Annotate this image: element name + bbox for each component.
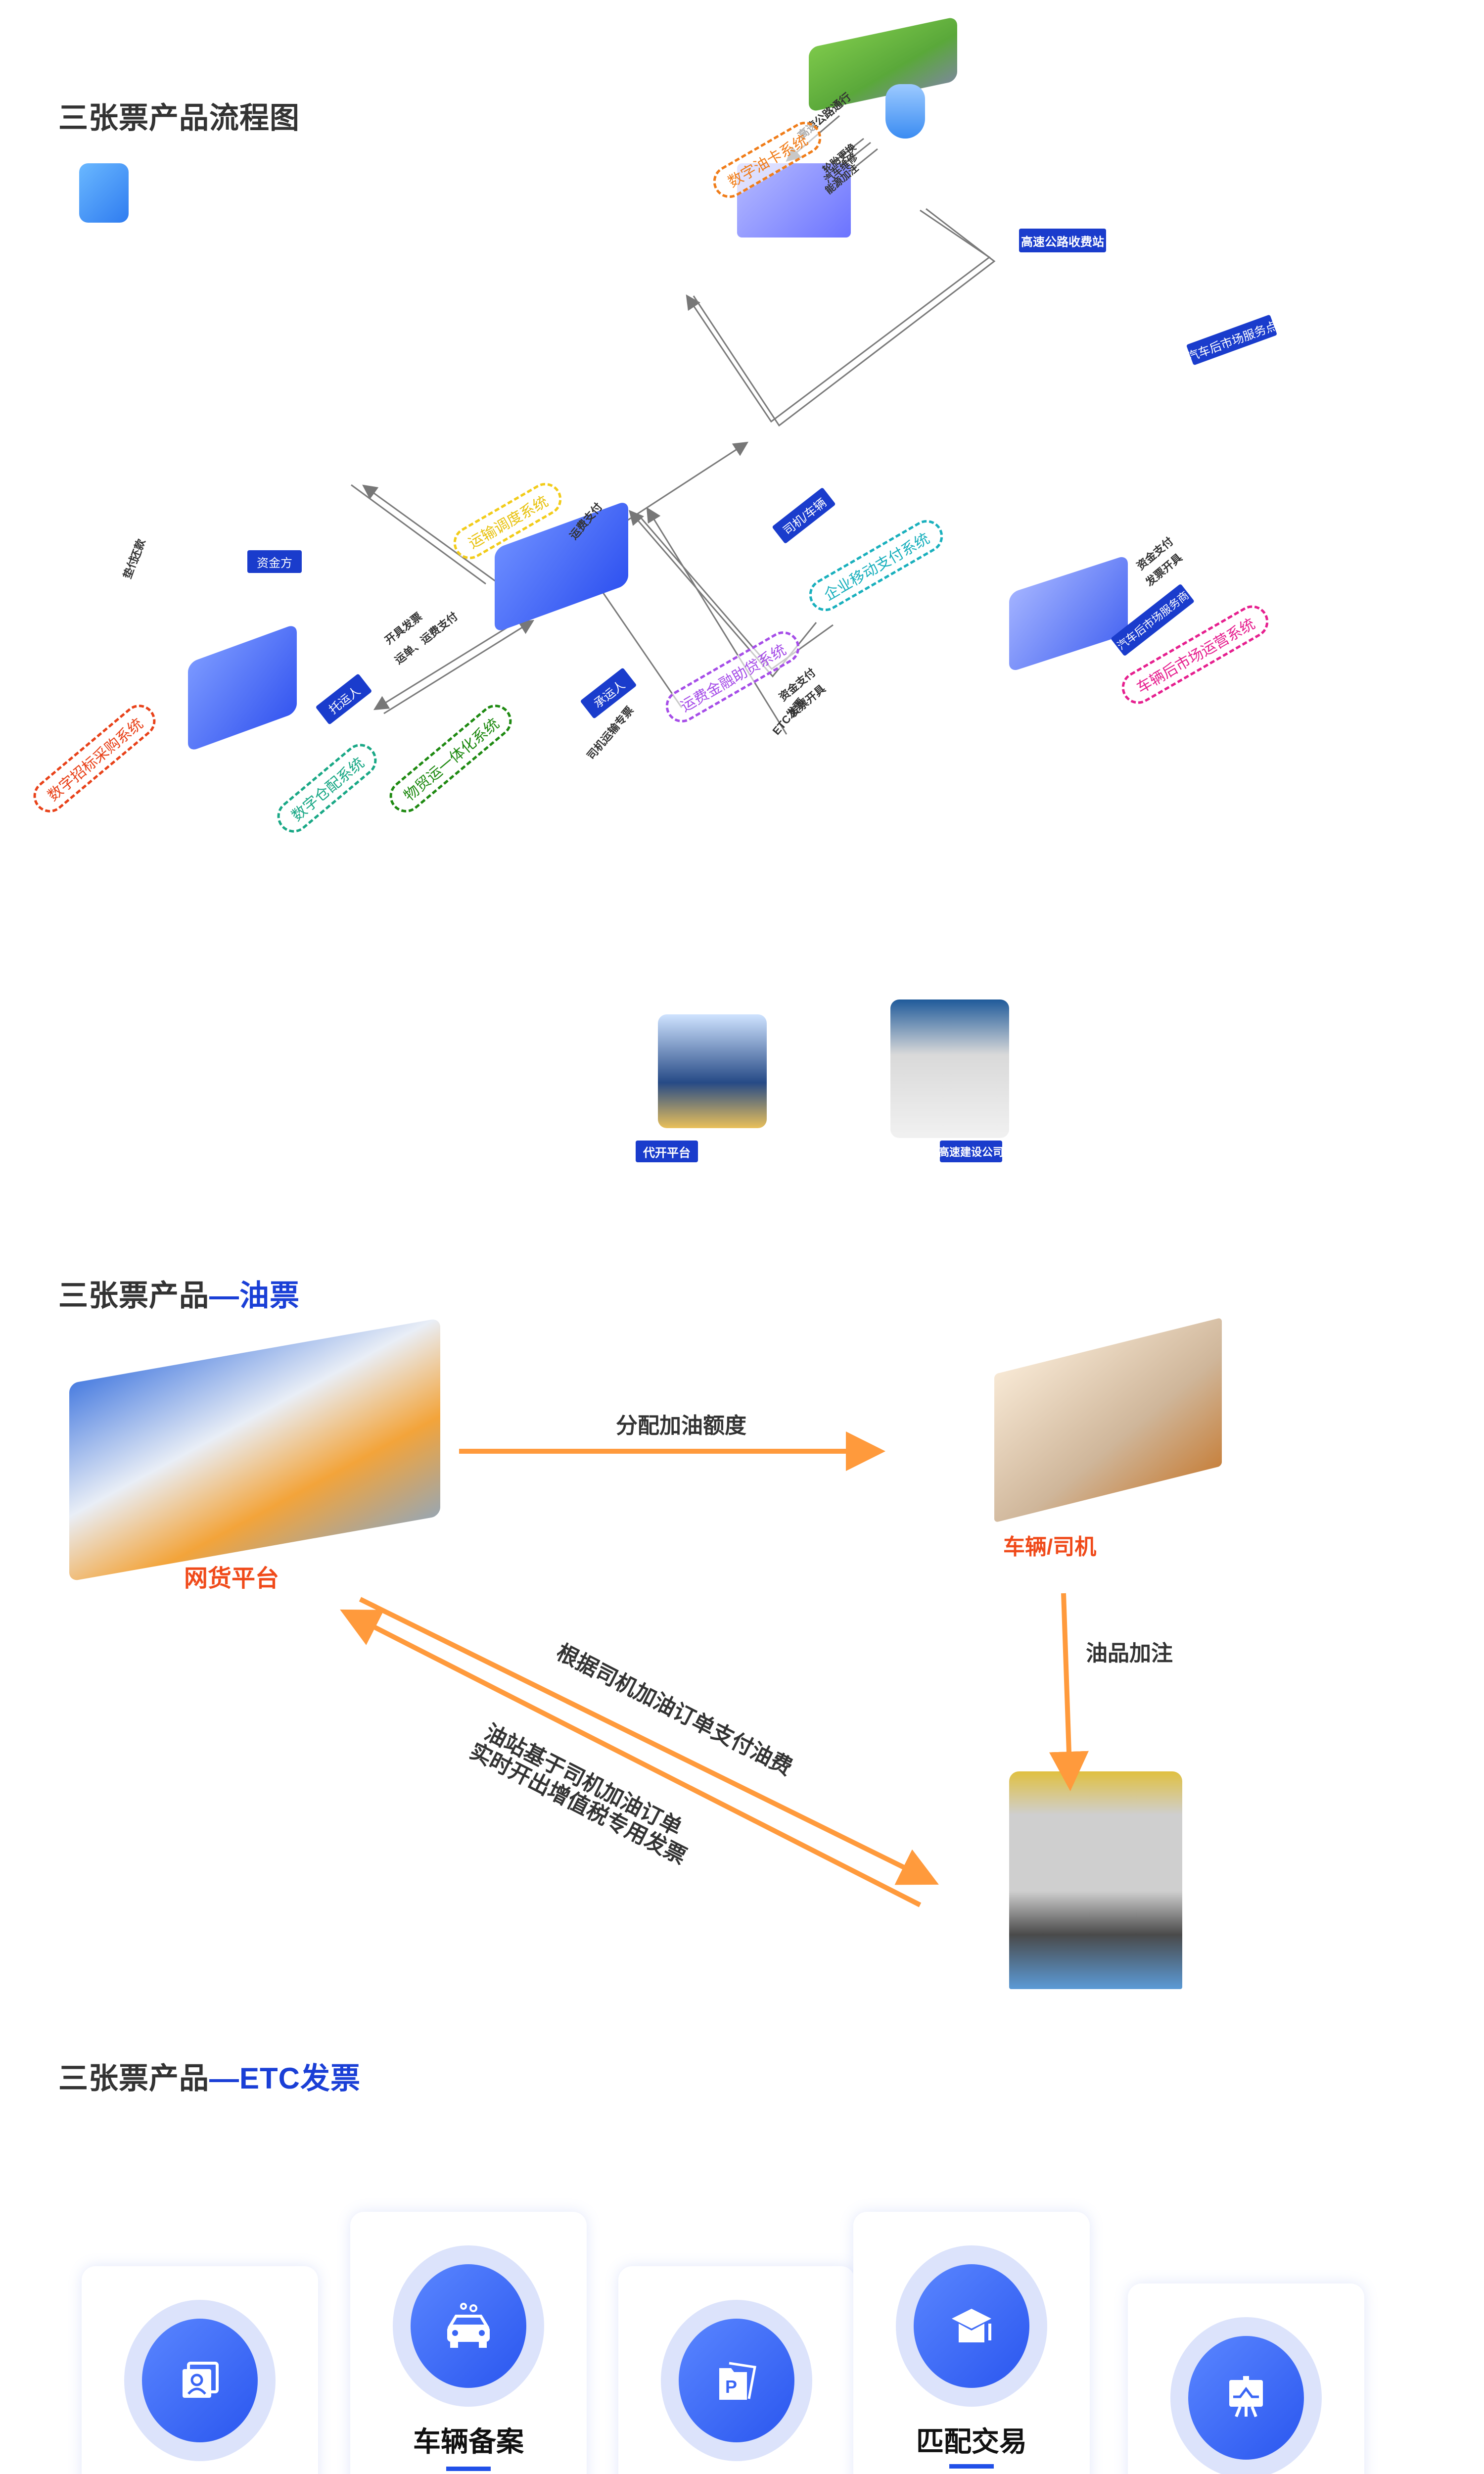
box-truck-illustration	[994, 1317, 1222, 1523]
toll-station-illustration	[809, 16, 957, 112]
system-tag-digital-warehouse: 数字仓配系统	[271, 737, 383, 840]
section3-title: 三张票产品—ETC发票	[58, 2054, 361, 2097]
system-tag-trade-logistics-integration: 物贸运一体化系统	[383, 698, 518, 819]
fuel-pump-illustration	[1009, 1771, 1182, 1989]
section2-title-accent: —油票	[209, 1279, 300, 1312]
node-driver-vehicle: 司机/车辆	[772, 487, 836, 544]
aftermarket-shield-illustration	[885, 84, 925, 139]
system-tag-enterprise-mobile-pay: 企业移动支付系统	[803, 514, 949, 618]
node-toll-station: 高速公路收费站	[1019, 229, 1106, 252]
aftermarket-provider-illustration	[1009, 555, 1128, 672]
user-card-icon	[183, 2362, 219, 2398]
proxy-platform-illustration	[658, 1014, 767, 1128]
edge-pay-fuel: 根据司机加油订单支付油费	[552, 1640, 796, 1780]
node-highway-company: 高速建设公司	[938, 1141, 1004, 1162]
shipper-platform-illustration	[188, 623, 297, 753]
etc-card-divider	[949, 2464, 994, 2469]
edge-fuel-fill: 油品加注	[1086, 1641, 1173, 1665]
node-funder: 资金方	[247, 550, 302, 573]
highway-company-building-illustration	[890, 999, 1009, 1138]
section2-title: 三张票产品—油票	[58, 1272, 300, 1315]
car-wash-icon	[447, 2303, 490, 2348]
section2-title-prefix: 三张票产品	[58, 1279, 209, 1312]
etc-card-match-transaction: 匹配交易 触发匹配交易指令，自动完成交易匹配，并请求对应票据服务。	[853, 2212, 1090, 2474]
freight-platform-warehouse-illustration	[69, 1318, 440, 1582]
node-freight-platform: 网货平台	[184, 1566, 279, 1592]
section1-title: 三张票产品流程图	[58, 101, 300, 135]
funder-wallet-illustration	[79, 163, 129, 223]
section3-title-prefix: 三张票产品	[58, 2062, 209, 2095]
node-aftermarket-point: 汽车后市场服务点	[1185, 314, 1279, 366]
edge-advance: 垫付	[121, 555, 140, 580]
node-proxy-platform: 代开平台	[636, 1141, 698, 1162]
node-shipper: 托运人	[315, 673, 372, 725]
node-vehicle-driver: 车辆/司机	[1003, 1535, 1097, 1559]
edge-allocate-quota: 分配加油额度	[616, 1414, 746, 1438]
etc-card-invoice-data: 票据数据 返回客户通行信息、发票票面信息及发票下载 地址。	[1128, 2284, 1364, 2474]
svg-text:P: P	[725, 2377, 737, 2397]
etc-card-upload-waybill: P 上传运单 提交运单编号、起止地址、起止时间、运费税号等基本信息。	[618, 2266, 855, 2474]
section3-title-accent: —ETC发票	[209, 2062, 361, 2095]
graduation-cap-icon	[952, 2309, 991, 2342]
system-tag-digital-bidding-procurement: 数字招标采购系统	[27, 698, 162, 819]
p-folder-icon: P	[719, 2362, 756, 2400]
etc-card-title: 匹配交易	[916, 2426, 1027, 2457]
presentation-board-icon	[1229, 2376, 1263, 2418]
etc-card-enterprise-filing: 企业备案 企业票据信 息备案，备 案信息为发票抬头信息。	[82, 2266, 318, 2474]
etc-card-title: 车辆备案	[413, 2426, 524, 2457]
etc-card-vehicle-filing: 车辆备案 提交车牌号、车牌颜色等基本信息，完成车辆备案。	[350, 2212, 587, 2474]
etc-card-divider	[446, 2467, 491, 2471]
